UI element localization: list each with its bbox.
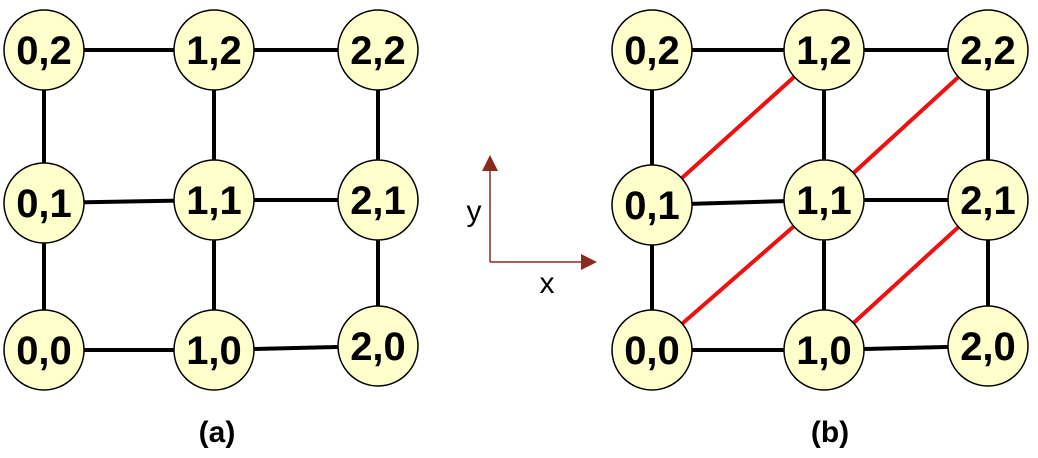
node-1-1: 1,1 [783,159,865,241]
node-0-1: 0,1 [3,162,85,244]
node-circle [783,159,865,241]
panel-b: 0,0 1,0 2,0 0,1 1,1 2,1 0,2 1,2 2,2 (b) [611,9,1029,449]
node-circle [947,9,1029,91]
node-label: 1,0 [186,329,242,373]
node-circle [3,9,85,91]
node-label: 1,1 [186,179,242,223]
node-circle [337,9,419,91]
node-2-0: 2,0 [947,305,1029,387]
node-0-0: 0,0 [3,309,85,391]
node-label: 0,1 [16,182,72,226]
node-label: 2,0 [960,325,1016,369]
node-circle [783,9,865,91]
node-0-0: 0,0 [611,309,693,391]
node-2-2: 2,2 [947,9,1029,91]
node-label: 2,2 [960,29,1016,73]
node-circle [337,305,419,387]
node-circle [611,309,693,391]
node-circle [173,9,255,91]
node-label: 1,2 [186,29,242,73]
node-0-1: 0,1 [611,164,693,246]
node-circle [3,309,85,391]
node-label: 0,0 [16,329,72,373]
panel-b-caption: (b) [811,416,849,449]
node-label: 0,1 [624,184,680,228]
node-1-0: 1,0 [783,309,865,391]
node-circle [3,162,85,244]
node-label: 1,2 [796,29,852,73]
node-label: 0,2 [16,29,72,73]
axis-indicator: y x [467,155,597,300]
y-axis-arrowhead [482,155,498,171]
node-circle [337,159,419,241]
node-circle [611,164,693,246]
node-circle [947,159,1029,241]
node-label: 2,2 [350,29,406,73]
node-2-2: 2,2 [337,9,419,91]
x-axis-arrowhead [581,254,597,270]
node-circle [783,309,865,391]
node-label: 2,0 [350,325,406,369]
node-0-2: 0,2 [611,9,693,91]
node-label: 0,2 [624,29,680,73]
node-circle [173,159,255,241]
node-label: 1,0 [796,329,852,373]
node-label: 2,1 [960,179,1016,223]
panel-a-nodes: 0,0 1,0 2,0 0,1 1,1 2,1 0,2 1,2 2,2 [3,9,419,391]
node-2-1: 2,1 [947,159,1029,241]
node-0-2: 0,2 [3,9,85,91]
panel-a: 0,0 1,0 2,0 0,1 1,1 2,1 0,2 1,2 2,2 (a) [3,9,419,449]
x-axis-label: x [540,267,555,300]
node-2-0: 2,0 [337,305,419,387]
node-label: 1,1 [796,179,852,223]
node-1-2: 1,2 [783,9,865,91]
node-label: 2,1 [350,179,406,223]
node-circle [611,9,693,91]
node-label: 0,0 [624,329,680,373]
node-circle [947,305,1029,387]
node-1-1: 1,1 [173,159,255,241]
y-axis-label: y [467,195,482,228]
node-circle [173,309,255,391]
node-1-2: 1,2 [173,9,255,91]
node-2-1: 2,1 [337,159,419,241]
node-1-0: 1,0 [173,309,255,391]
panel-a-caption: (a) [199,416,236,449]
panel-b-nodes: 0,0 1,0 2,0 0,1 1,1 2,1 0,2 1,2 2,2 [611,9,1029,391]
